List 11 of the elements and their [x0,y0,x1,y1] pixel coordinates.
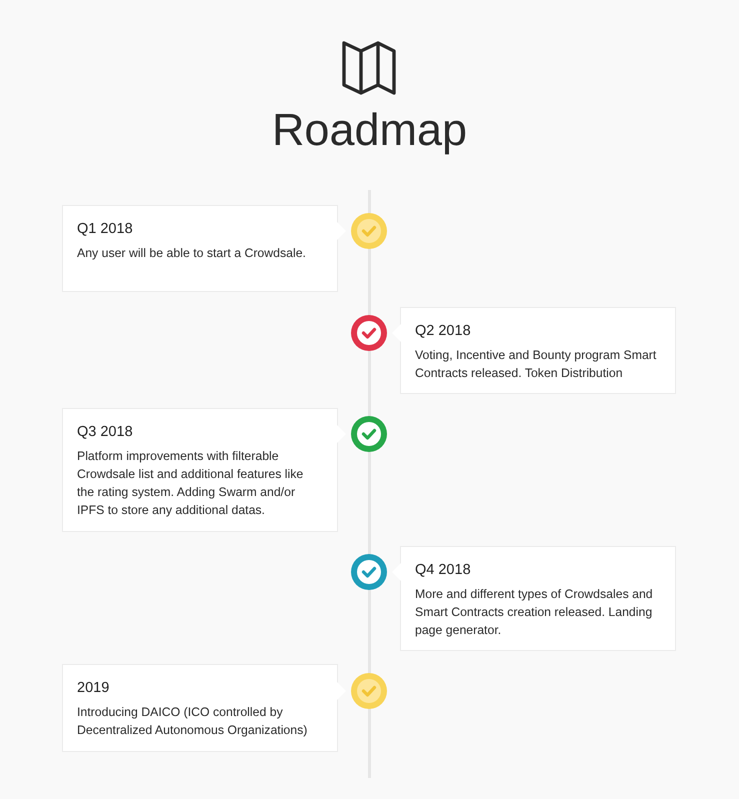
quarter-heading: Q4 2018 [415,561,472,579]
milestone-text: Platform improvements with filterable Crowdsale list and additional features like the rating system. Adding Swarm and/or IPFS to store any additional datas. [77,448,304,519]
milestone-text: More and different types of Crowdsales and Smart Contracts creation released. Landing page generator. [415,586,654,639]
page-title: Roadmap [270,104,468,156]
milestone-text: Introducing DAICO (ICO controlled by Decentralized Autonomous Organizations) [77,704,308,739]
quarter-heading: 2019 [77,679,110,697]
quarter-heading: Q1 2018 [77,220,134,238]
quarter-heading: Q2 2018 [415,322,472,340]
milestone-text: Any user will be able to start a Crowdsale. [77,245,307,262]
quarter-heading: Q3 2018 [77,423,134,441]
milestone-text: Voting, Incentive and Bounty program Smart Contracts released. Token Distribution [415,347,658,382]
